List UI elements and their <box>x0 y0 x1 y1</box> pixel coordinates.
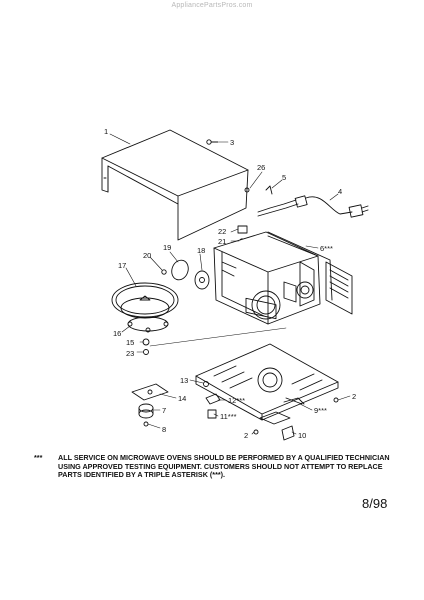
glass-tray-17 <box>111 282 179 319</box>
callout-18: 18 <box>197 246 205 255</box>
callout-15: 15 <box>126 338 134 347</box>
callout-labels: 1 3 26 5 4 22 21 6*** 19 20 18 17 16 15 … <box>104 127 356 440</box>
callout-10: 10 <box>298 431 306 440</box>
switch-22 <box>237 225 248 234</box>
callout-13: 13 <box>180 376 188 385</box>
washer-23 <box>143 349 149 355</box>
clip-5 <box>265 185 273 195</box>
note-asterisks: *** <box>34 453 43 462</box>
screw-26 <box>244 187 250 193</box>
foot-11 <box>207 409 217 419</box>
callout-26: 26 <box>257 163 265 172</box>
screw-13 <box>203 381 209 387</box>
outer-case <box>101 129 249 241</box>
screw-2-bottom <box>253 429 259 435</box>
diagram-date: 8/98 <box>362 496 388 511</box>
cover-10 <box>259 411 295 441</box>
leg-7 <box>138 403 154 419</box>
callout-20: 20 <box>143 251 151 260</box>
callout-14: 14 <box>178 394 186 403</box>
watermark: AppliancePartsPros.com <box>171 2 253 9</box>
callout-2-right: 2 <box>352 392 356 401</box>
screw-20 <box>161 269 167 275</box>
callout-22: 22 <box>218 227 226 236</box>
callout-9: 9*** <box>314 406 327 415</box>
callout-16: 16 <box>113 329 121 338</box>
callout-12: 12*** <box>228 396 245 405</box>
bracket-14 <box>131 383 169 401</box>
callout-7: 7 <box>162 406 166 415</box>
callout-5: 5 <box>282 173 286 182</box>
callout-6: 6*** <box>320 244 333 253</box>
callout-4: 4 <box>338 187 342 196</box>
leader-lines <box>109 133 351 435</box>
screw-2-right <box>333 397 339 403</box>
screw-8 <box>143 421 149 427</box>
screw-3 <box>206 139 219 145</box>
oven-cavity <box>213 231 353 325</box>
roller-ring-16 <box>127 316 169 333</box>
coupling-19 <box>171 259 189 281</box>
callout-1: 1 <box>104 127 108 136</box>
part-9 <box>283 397 305 405</box>
callout-19: 19 <box>163 243 171 252</box>
motor-18 <box>194 270 210 290</box>
service-warning-note: *** ALL SERVICE ON MICROWAVE OVENS SHOUL… <box>34 453 404 480</box>
callout-11: 11*** <box>220 412 237 421</box>
power-cord <box>257 195 369 218</box>
note-text: ALL SERVICE ON MICROWAVE OVENS SHOULD BE… <box>58 453 390 480</box>
callout-21: 21 <box>218 237 226 246</box>
callout-23: 23 <box>126 349 134 358</box>
callout-3: 3 <box>230 138 234 147</box>
callout-2-bottom: 2 <box>244 431 248 440</box>
callout-17: 17 <box>118 261 126 270</box>
callout-8: 8 <box>162 425 166 434</box>
